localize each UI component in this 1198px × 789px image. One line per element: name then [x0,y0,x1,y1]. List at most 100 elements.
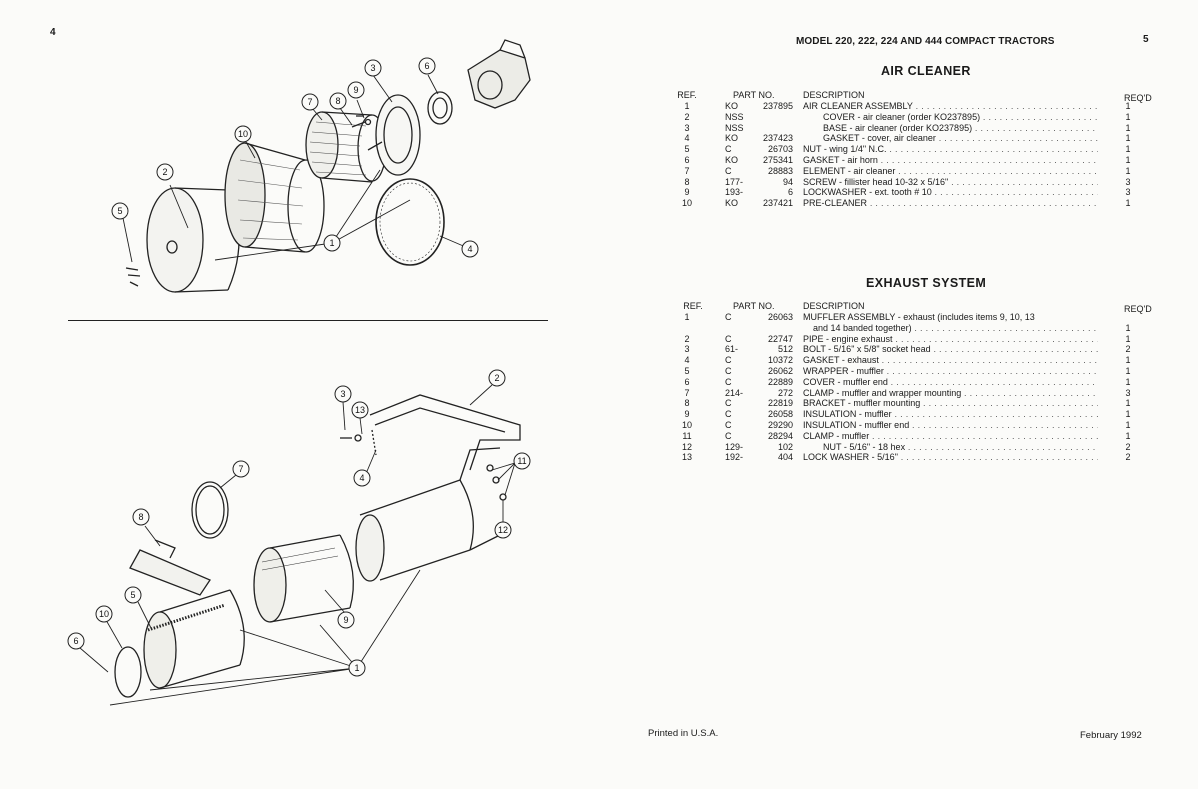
part-header: PART NO. [733,90,775,100]
description-cell: LOCK WASHER - 5/16" [803,452,1098,463]
svg-text:10: 10 [238,129,248,139]
description-header: DESCRIPTION [803,301,865,311]
nut-parts [486,464,507,501]
part-prefix-cell: C [725,312,732,322]
part-number-cell: 272 [777,387,793,398]
part-prefix-cell: KO [725,154,739,165]
callout-8: 8 [329,92,347,110]
part-prefix-cell: C [725,398,732,409]
quantity-cell: 1 [1125,376,1131,387]
quantity-cell: 1 [1125,355,1131,366]
ref-cell: 6 [684,376,690,387]
description-cell: PRE-CLEANER [803,198,1098,209]
quantity-cell: 1 [1125,419,1131,430]
callout-7: 7 [232,460,250,478]
quantity-cell: 3 [1125,187,1131,198]
description-cell: GASKET - air horn [803,155,1098,166]
quantity-cell: 1 [1125,101,1131,111]
diagram-divider [68,320,548,321]
muffler-insulation-part [253,534,354,623]
part-prefix-cell: 214- [725,387,744,398]
part-prefix-cell: 177- [725,176,744,187]
ref-cell: 10 [681,198,692,209]
callout-12: 12 [494,521,512,539]
svg-text:9: 9 [353,85,358,95]
callout-1: 1 [323,234,341,252]
callout-13: 13 [351,401,369,419]
page-header-title: MODEL 220, 222, 224 AND 444 COMPACT TRAC… [796,36,1055,47]
callout-8: 8 [132,508,150,526]
exhaust-title: EXHAUST SYSTEM [866,276,987,290]
ref-cell: 2 [684,111,690,122]
table-header: REF. PART NO. DESCRIPTION [675,301,1155,312]
callout-9: 9 [337,611,355,629]
air-cleaner-base-part [367,94,421,176]
svg-text:8: 8 [335,96,340,106]
callout-3: 3 [364,59,382,77]
part-number-cell: 26703 [767,144,793,155]
air-cleaner-title: AIR CLEANER [881,64,971,78]
table-header: REF. PART NO. DESCRIPTION [675,90,1155,101]
part-number-cell: 237423 [762,133,793,144]
ref-header: REF. [677,90,697,100]
callout-3: 3 [334,385,352,403]
quantity-cell: 1 [1125,133,1131,144]
ref-cell: 2 [684,333,690,344]
ref-cell: 6 [684,154,690,165]
ref-cell: 5 [684,365,690,376]
svg-text:1: 1 [354,663,359,673]
quantity-cell: 1 [1125,144,1131,155]
svg-text:13: 13 [355,405,365,415]
muffler-clamp-part [191,481,229,539]
callout-4: 4 [353,469,371,487]
part-prefix-cell: 192- [725,452,744,463]
part-number-cell: 26062 [767,365,793,376]
carburetor-part [467,39,531,109]
part-number-cell: 22747 [767,333,793,344]
callout-2: 2 [156,163,174,181]
ref-cell: 7 [684,387,690,398]
description-cell: CLAMP - muffler and wrapper mounting [803,388,1098,399]
description-cell: BRACKET - muffler mounting [803,398,1098,409]
exhaust-qty-header: REQ'D [1124,304,1152,314]
description-cell: ELEMENT - air cleaner [803,166,1098,177]
quantity-cell: 1 [1125,430,1131,441]
part-prefix-cell: C [725,355,732,366]
footer-printed-in: Printed in U.S.A. [648,728,719,739]
callout-5: 5 [124,586,142,604]
part-number-cell: 29290 [767,419,793,430]
exhaust-pipe-part [369,394,521,471]
description-cell: MUFFLER ASSEMBLY - exhaust (includes ite… [803,312,1035,322]
svg-text:7: 7 [238,464,243,474]
part-prefix-cell: 61- [725,344,739,355]
air-cleaner-exploded-diagram: 2 10 7 8 9 3 6 5 4 1 [111,39,531,293]
cover-gasket-part [375,178,445,266]
svg-text:7: 7 [307,97,312,107]
quantity-cell: 1 [1125,322,1131,333]
part-prefix-cell: NSS [725,111,744,122]
part-prefix-cell: C [725,333,732,344]
callout-5: 5 [111,202,129,220]
description-cell: BASE - air cleaner (order KO237895) [803,123,1098,134]
ref-cell: 4 [684,133,690,144]
part-number-cell: 275341 [762,154,793,165]
svg-text:2: 2 [494,373,499,383]
quantity-cell: 3 [1125,387,1131,398]
part-number-cell: 237421 [762,198,793,209]
quantity-cell: 1 [1125,365,1131,376]
description-cell: SCREW - fillister head 10-32 x 5/16" [803,177,1098,188]
part-prefix-cell: KO [725,101,739,111]
description-cell: BOLT - 5/16" x 5/8" socket head [803,344,1098,355]
part-number-cell: 404 [777,452,793,463]
svg-text:2: 2 [162,167,167,177]
